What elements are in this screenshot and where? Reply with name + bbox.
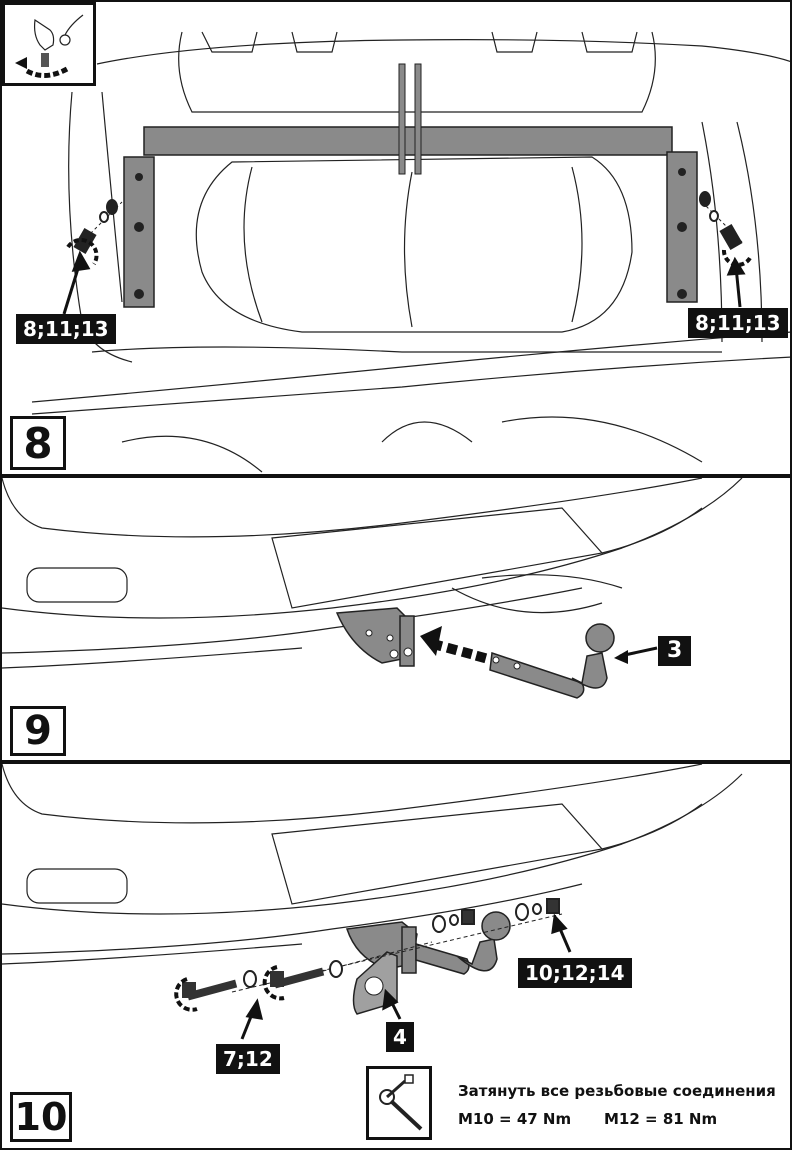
- step-number: 9: [10, 706, 66, 756]
- label-bolts: 7;12: [216, 1044, 280, 1074]
- label-right-hardware: 8;11;13: [688, 308, 788, 338]
- label-left-hardware: 8;11;13: [16, 314, 116, 344]
- hand-tighten-icon: [15, 14, 84, 78]
- label-socket-plate: 4: [386, 1022, 414, 1052]
- step-9-illustration: [2, 478, 743, 699]
- torque-wrench-box: [366, 1066, 432, 1140]
- step-8-illustration: [31, 31, 790, 473]
- step-number: 10: [10, 1092, 72, 1142]
- step-8-panel: 8;11;13 8;11;13 8: [0, 0, 792, 476]
- label-tow-ball: 3: [658, 636, 692, 666]
- torque-wrench-icon: [379, 1074, 423, 1131]
- label-nuts: 10;12;14: [518, 958, 632, 988]
- step-number: 8: [10, 416, 66, 470]
- torque-m10: M10 = 47 Nm: [458, 1110, 572, 1128]
- hand-tighten-hint: [2, 2, 96, 86]
- step-9-panel: 3 9: [0, 476, 792, 762]
- torque-instruction: Затянуть все резьбовые соединения: [458, 1082, 776, 1100]
- step-10-illustration: [2, 764, 743, 1040]
- torque-m12: M12 = 81 Nm: [604, 1110, 718, 1128]
